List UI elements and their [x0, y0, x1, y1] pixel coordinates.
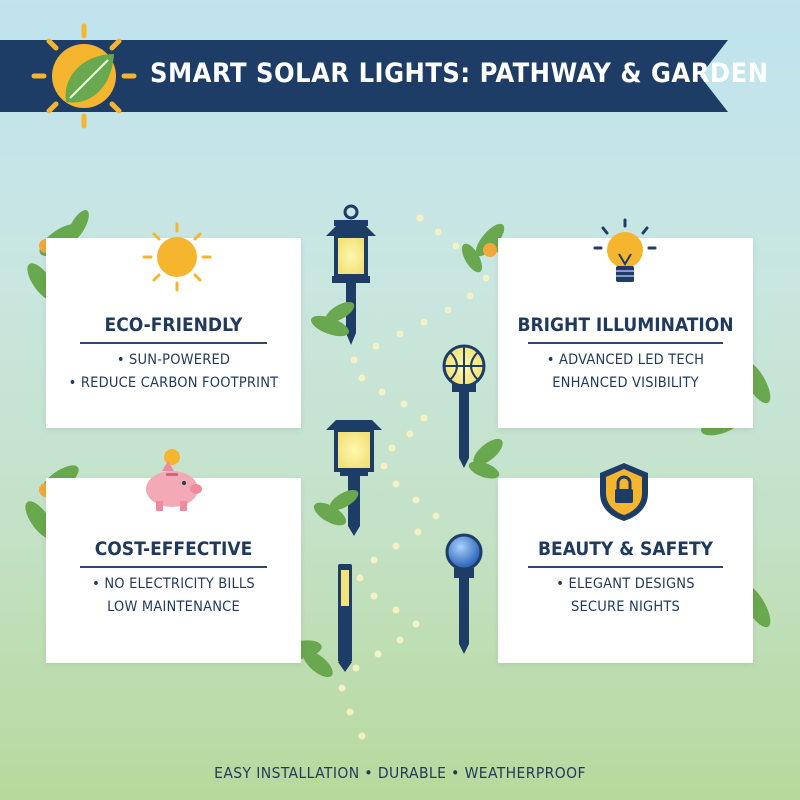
- feature-card-eco-friendly: ECO-FRIENDLY • SUN-POWERED • REDUCE CARB…: [46, 238, 301, 428]
- header-banner: [0, 40, 728, 112]
- sun-icon: [142, 222, 212, 292]
- shield-lock-icon: [600, 463, 648, 521]
- card-divider: [80, 342, 267, 344]
- piggy-bank-icon: [146, 449, 202, 511]
- card-title: BEAUTY & SAFETY: [537, 538, 713, 560]
- sun-leaf-icon: [31, 23, 137, 129]
- lightbulb-icon: [593, 218, 657, 282]
- orb-lamp-icon: [445, 533, 483, 654]
- card-bullet: • ELEGANT DESIGNS: [556, 576, 695, 592]
- page-title: SMART SOLAR LIGHTS: PATHWAY & GARDEN: [150, 58, 769, 89]
- card-bullet: LOW MAINTENANCE: [107, 599, 240, 615]
- card-bullet: • SUN-POWERED: [116, 352, 231, 368]
- card-divider: [528, 566, 723, 568]
- footer-features: EASY INSTALLATION • DURABLE • WEATHERPRO…: [214, 764, 586, 782]
- card-divider: [80, 566, 267, 568]
- card-bullet: SECURE NIGHTS: [570, 599, 680, 615]
- card-bullet: • NO ELECTRICITY BILLS: [92, 576, 255, 592]
- card-bullet: • ADVANCED LED TECH: [546, 352, 705, 368]
- card-title: COST-EFFECTIVE: [94, 538, 253, 560]
- card-divider: [528, 342, 723, 344]
- card-title: ECO-FRIENDLY: [104, 314, 243, 336]
- card-bullet: ENHANCED VISIBILITY: [552, 375, 699, 391]
- pathway-dots: [338, 214, 490, 740]
- globe-lamp-icon: [442, 344, 486, 468]
- card-bullet: • REDUCE CARBON FOOTPRINT: [68, 375, 279, 391]
- feature-card-cost-effective: COST-EFFECTIVE • NO ELECTRICITY BILLS LO…: [46, 478, 301, 663]
- bollard-lamp-icon: [338, 564, 352, 672]
- card-title: BRIGHT ILLUMINATION: [517, 314, 734, 336]
